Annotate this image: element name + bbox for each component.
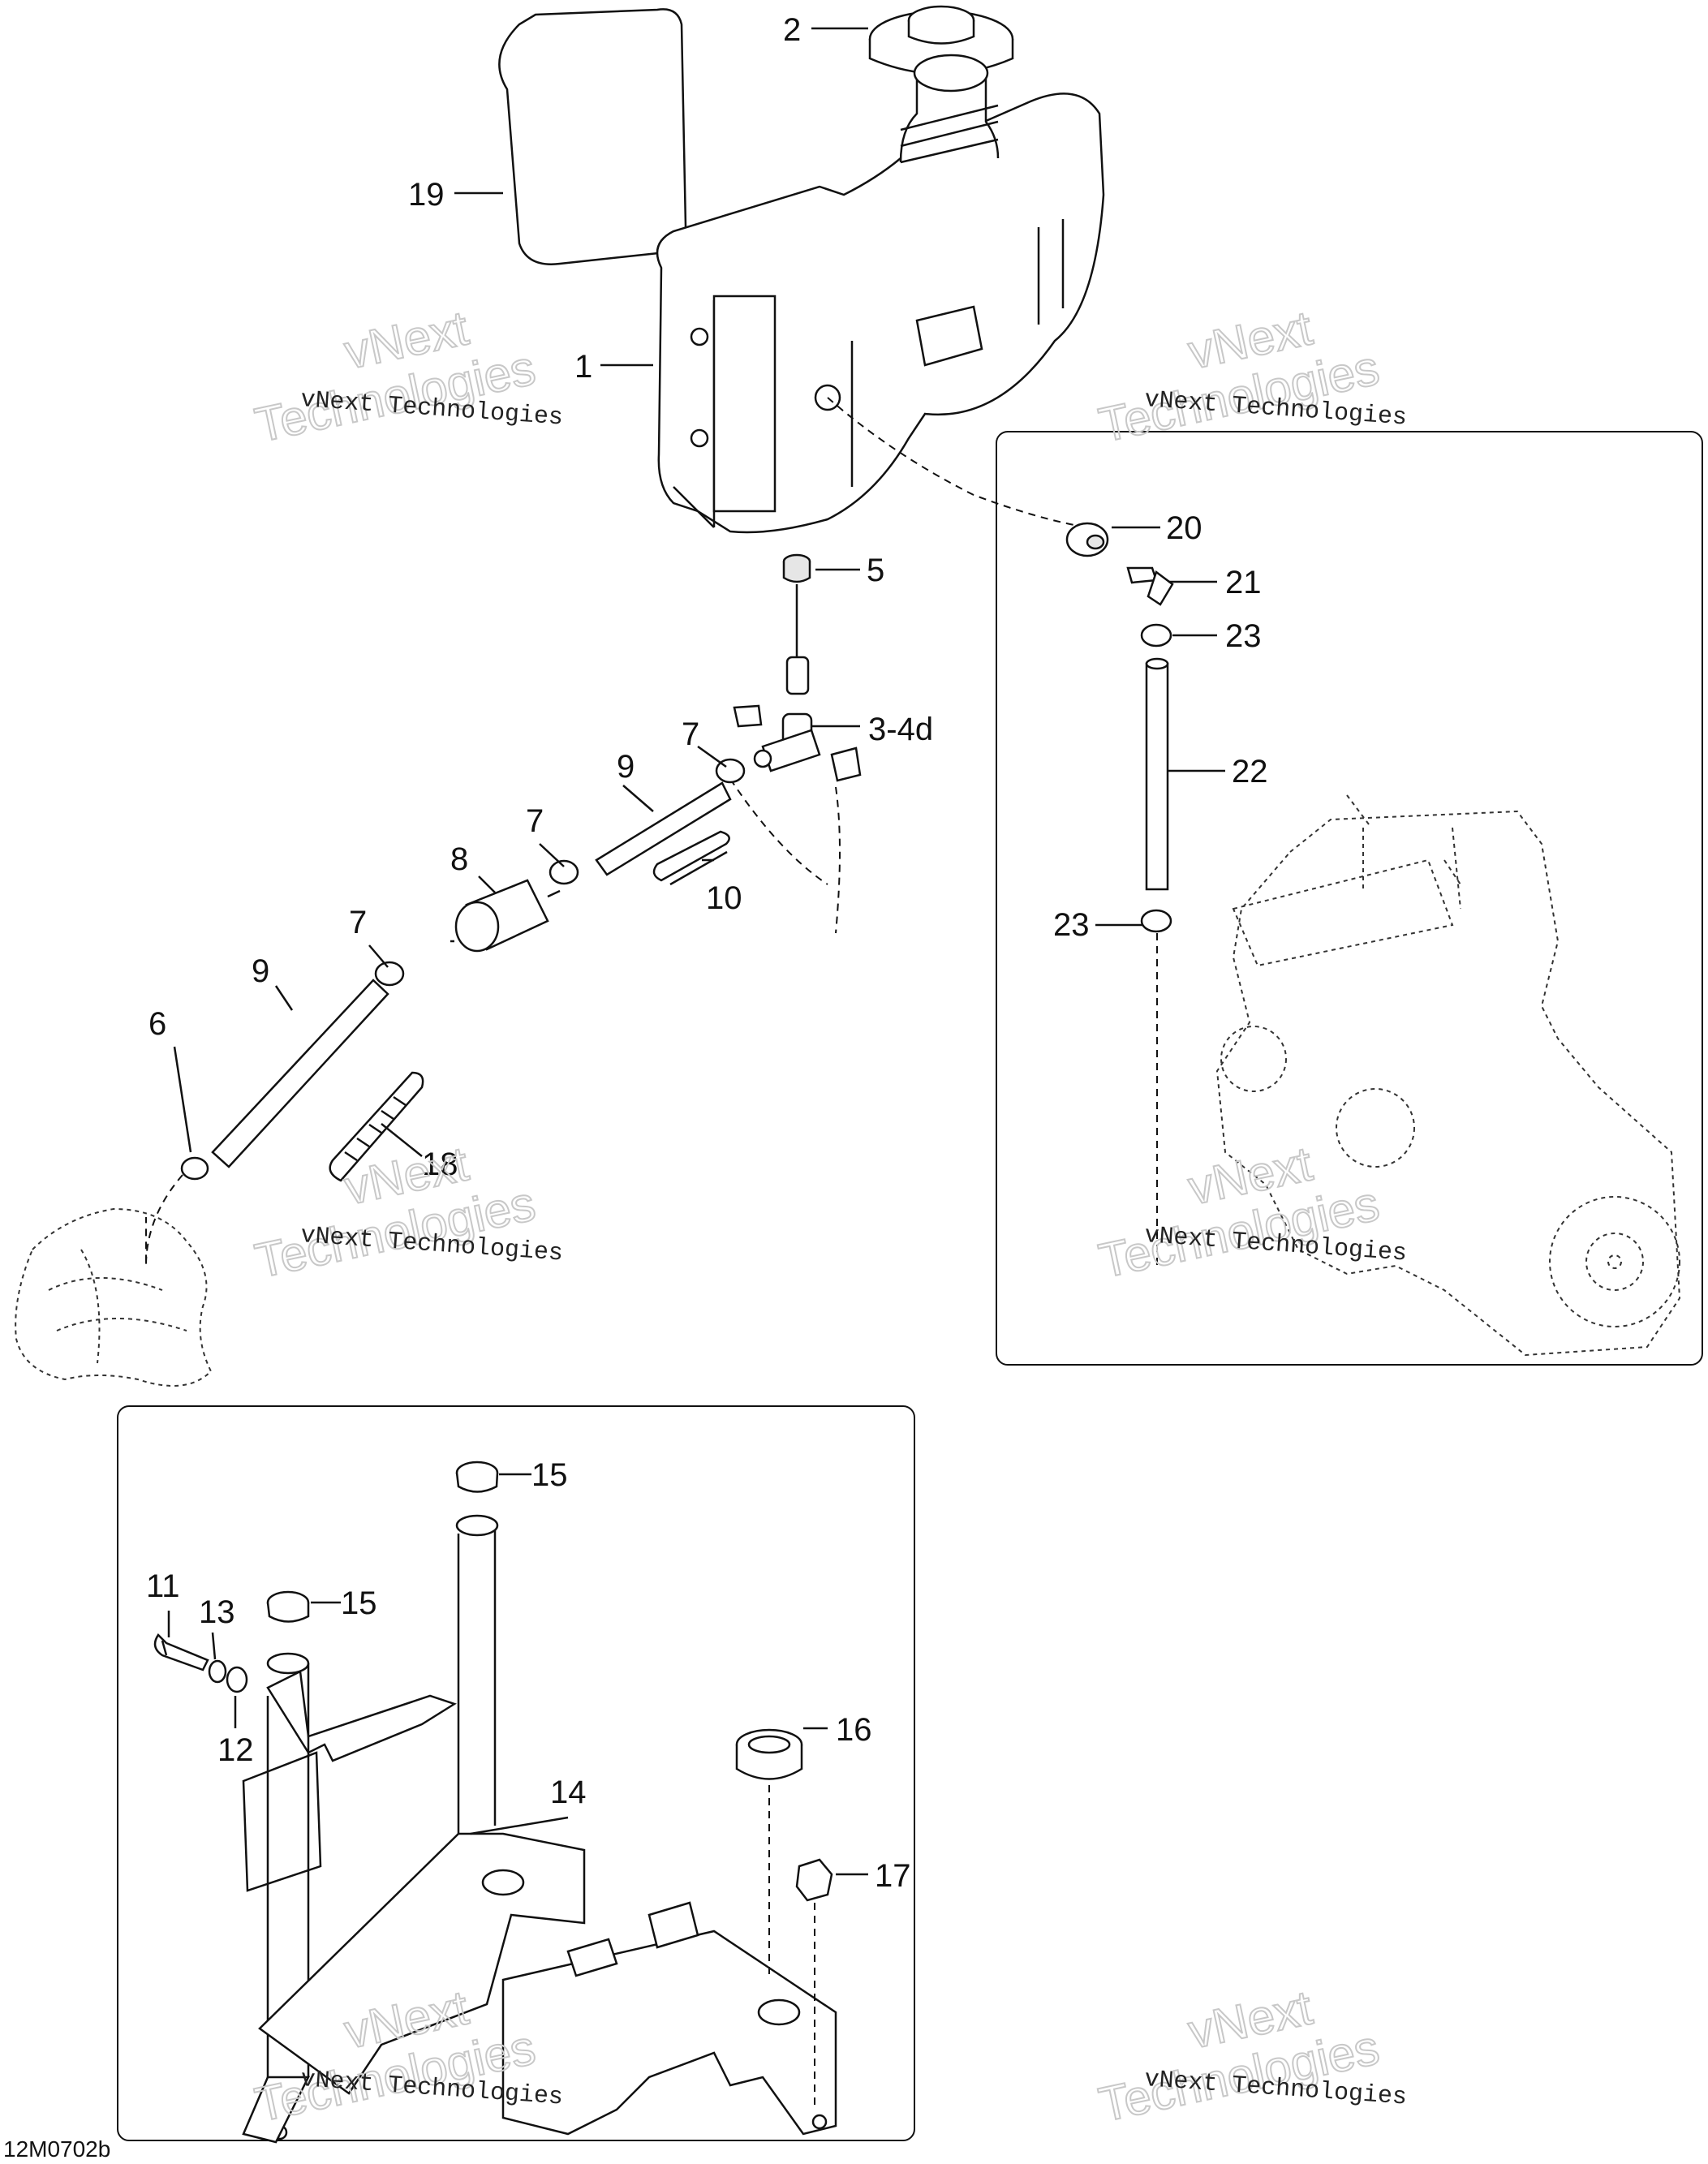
callout-13: 13 (199, 1594, 235, 1630)
drawing-code: 12M0702b (3, 2136, 110, 2162)
vent-route-line (827, 397, 1088, 528)
bracket-part (242, 1514, 837, 2144)
callout-23-a: 23 (1225, 618, 1262, 654)
engine-inset-frame (996, 431, 1703, 1366)
callout-12: 12 (217, 1732, 254, 1768)
callout-7-b: 7 (526, 803, 544, 839)
engine-ghost (1215, 794, 1681, 1357)
oil-pump-ghost (15, 1207, 213, 1387)
callout-2: 2 (783, 12, 801, 48)
callout-9-b: 9 (252, 953, 269, 989)
bracket-inset-frame (117, 1405, 915, 2141)
fuel-hose-part (211, 781, 732, 1168)
vent-hose-part (1145, 657, 1169, 891)
grommet-part (782, 553, 811, 583)
bracket-grommet-upper-part (455, 1461, 499, 1493)
shut-off-valve-part (733, 584, 862, 782)
callout-1: 1 (574, 349, 592, 385)
decal-part (498, 8, 688, 265)
callout-labels: 2 19 1 5 3-4d 7 9 7 8 10 7 9 6 18 20 21 … (146, 12, 1268, 1894)
oil-pump-line (145, 1174, 183, 1267)
vent-clamp-upper-part (1140, 623, 1172, 647)
vent-clamp-lower-part (1140, 909, 1172, 933)
callout-10: 10 (706, 880, 742, 916)
callout-21: 21 (1225, 565, 1262, 600)
callout-5: 5 (867, 553, 884, 588)
pulse-line (729, 778, 841, 934)
callout-18: 18 (422, 1147, 458, 1182)
flat-washer-part (226, 1666, 248, 1693)
lock-washer-part (208, 1659, 227, 1684)
callout-14: 14 (550, 1775, 587, 1810)
callout-8: 8 (450, 841, 468, 877)
callout-16: 16 (836, 1712, 872, 1748)
oil-tank-part (656, 54, 1105, 534)
callout-15-b: 15 (341, 1585, 377, 1621)
protective-spring-part (329, 1071, 424, 1182)
callout-20: 20 (1166, 510, 1202, 546)
clamp-part (374, 758, 746, 987)
callout-9-a: 9 (617, 749, 635, 785)
elbow-fitting-part (1126, 566, 1174, 606)
large-grommet-part (735, 1728, 803, 1780)
callout-23-b: 23 (1053, 907, 1090, 943)
callout-7-a: 7 (682, 716, 699, 752)
callout-22: 22 (1232, 754, 1268, 789)
callout-3-4d: 3-4d (868, 712, 933, 747)
callout-7-c: 7 (349, 905, 367, 940)
leader-lines (167, 27, 1225, 1876)
fuel-filter-part (450, 879, 561, 953)
vent-grommet-part (1065, 522, 1109, 557)
callout-11: 11 (146, 1568, 180, 1604)
hose-clamp-part (180, 1156, 209, 1181)
bolt-part (153, 1633, 209, 1671)
callout-6: 6 (148, 1006, 166, 1042)
callout-17: 17 (875, 1858, 911, 1894)
bracket-grommet-lower-part (266, 1590, 310, 1623)
callout-15-a: 15 (531, 1457, 568, 1493)
tank-cap-part (868, 5, 1014, 75)
nut-part (795, 1858, 833, 1902)
callout-19: 19 (408, 177, 445, 213)
hose-spring-part (652, 830, 730, 886)
